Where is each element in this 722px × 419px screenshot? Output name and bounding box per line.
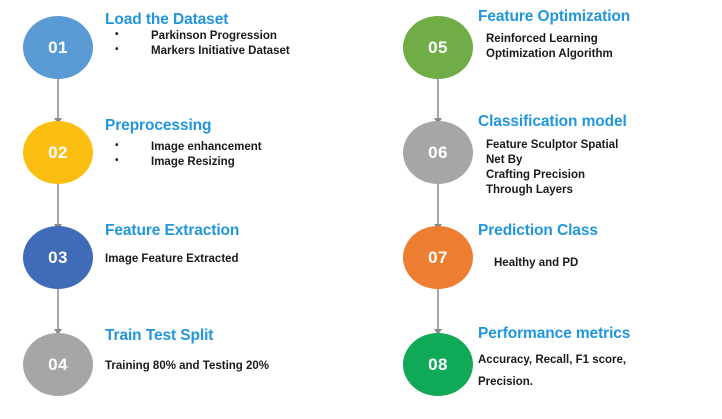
- step-badge-02[interactable]: 02: [23, 121, 93, 184]
- step-body-line: Image Resizing: [105, 154, 370, 170]
- step-body-line: Through Layers: [486, 184, 573, 197]
- step-text-08: Performance metrics Accuracy, Recall, F1…: [478, 325, 722, 394]
- step-heading-06: Classification model: [478, 113, 627, 130]
- step-number-01: 01: [48, 37, 68, 57]
- step-body-line: Image enhancement: [105, 139, 370, 155]
- connector-06-07: [437, 176, 439, 228]
- step-body-08: Accuracy, Recall, F1 score, Precision.: [478, 349, 722, 394]
- step-number-07: 07: [428, 247, 448, 267]
- step-badge-08[interactable]: 08: [403, 333, 473, 396]
- step-body-07: Healthy and PD: [478, 256, 722, 271]
- flow-column-left: 01 Load the Dataset Parkinson Progressio…: [0, 0, 380, 419]
- flow-step-05[interactable]: 05 Feature Optimization Reinforced Learn…: [390, 8, 722, 113]
- connector-02-03: [57, 176, 59, 228]
- step-body-line: Feature Sculptor Spatial: [486, 138, 619, 151]
- step-text-07: Prediction Class Healthy and PD: [478, 222, 722, 271]
- connector-01-02: [57, 70, 59, 122]
- connector-05-06: [437, 70, 439, 122]
- step-number-03: 03: [48, 247, 68, 267]
- step-heading-04: Train Test Split: [105, 327, 214, 344]
- step-body-line: Precision.: [478, 376, 533, 389]
- step-badge-01[interactable]: 01: [23, 16, 93, 79]
- step-text-05: Feature Optimization Reinforced Learning…: [478, 8, 722, 62]
- step-text-01: Load the Dataset Parkinson Progression M…: [105, 11, 370, 59]
- flow-step-08[interactable]: 08 Performance metrics Accuracy, Recall,…: [390, 323, 722, 419]
- step-body-line: Markers Initiative Dataset: [105, 43, 370, 59]
- step-body-03: Image Feature Extracted: [105, 252, 370, 267]
- step-body-06: Feature Sculptor Spatial Net By Crafting…: [478, 138, 722, 199]
- step-text-04: Train Test Split Training 80% and Testin…: [105, 327, 370, 374]
- arrowhead-03-04: [54, 329, 62, 335]
- step-badge-07[interactable]: 07: [403, 226, 473, 289]
- step-badge-06[interactable]: 06: [403, 121, 473, 184]
- flow-step-02[interactable]: 02 Preprocessing Image enhancement Image…: [0, 113, 380, 218]
- step-body-line: Training 80% and Testing 20%: [105, 359, 270, 372]
- step-heading-08: Performance metrics: [478, 325, 631, 342]
- step-body-line: Crafting Precision: [486, 169, 586, 182]
- step-heading-03: Feature Extraction: [105, 222, 240, 239]
- arrowhead-07-08: [434, 329, 442, 335]
- step-heading-05: Feature Optimization: [478, 8, 631, 25]
- step-number-06: 06: [428, 142, 448, 162]
- step-body-line: Optimization Algorithm: [486, 47, 613, 60]
- flow-step-06[interactable]: 06 Classification model Feature Sculptor…: [390, 113, 722, 218]
- connector-07-08: [437, 281, 439, 333]
- step-number-04: 04: [48, 354, 68, 374]
- step-body-line: Accuracy, Recall, F1 score,: [478, 353, 627, 366]
- step-text-06: Classification model Feature Sculptor Sp…: [478, 113, 722, 199]
- step-heading-02: Preprocessing: [105, 117, 212, 134]
- flow-step-04[interactable]: 04 Train Test Split Training 80% and Tes…: [0, 323, 380, 419]
- connector-03-04: [57, 281, 59, 333]
- step-body-line: Parkinson Progression: [105, 28, 370, 44]
- step-badge-04[interactable]: 04: [23, 333, 93, 396]
- step-badge-03[interactable]: 03: [23, 226, 93, 289]
- step-heading-01: Load the Dataset: [105, 11, 229, 28]
- step-text-02: Preprocessing Image enhancement Image Re…: [105, 117, 370, 170]
- step-text-03: Feature Extraction Image Feature Extract…: [105, 222, 370, 267]
- step-body-02: Image enhancement Image Resizing: [105, 139, 370, 170]
- step-body-04: Training 80% and Testing 20%: [105, 359, 370, 374]
- flow-column-right: 05 Feature Optimization Reinforced Learn…: [390, 0, 722, 419]
- step-heading-07: Prediction Class: [478, 222, 598, 239]
- step-body-line: Net By: [486, 153, 523, 166]
- step-number-02: 02: [48, 142, 68, 162]
- step-body-line: Healthy and PD: [494, 256, 579, 269]
- step-number-08: 08: [428, 354, 448, 374]
- step-body-line: Reinforced Learning: [486, 32, 598, 45]
- flow-step-03[interactable]: 03 Feature Extraction Image Feature Extr…: [0, 218, 380, 323]
- step-body-01: Parkinson Progression Markers Initiative…: [105, 28, 370, 59]
- step-body-05: Reinforced Learning Optimization Algorit…: [478, 32, 722, 62]
- step-body-line: Image Feature Extracted: [105, 252, 239, 265]
- flow-step-07[interactable]: 07 Prediction Class Healthy and PD: [390, 218, 722, 323]
- step-badge-05[interactable]: 05: [403, 16, 473, 79]
- step-number-05: 05: [428, 37, 448, 57]
- flow-step-01[interactable]: 01 Load the Dataset Parkinson Progressio…: [0, 8, 380, 113]
